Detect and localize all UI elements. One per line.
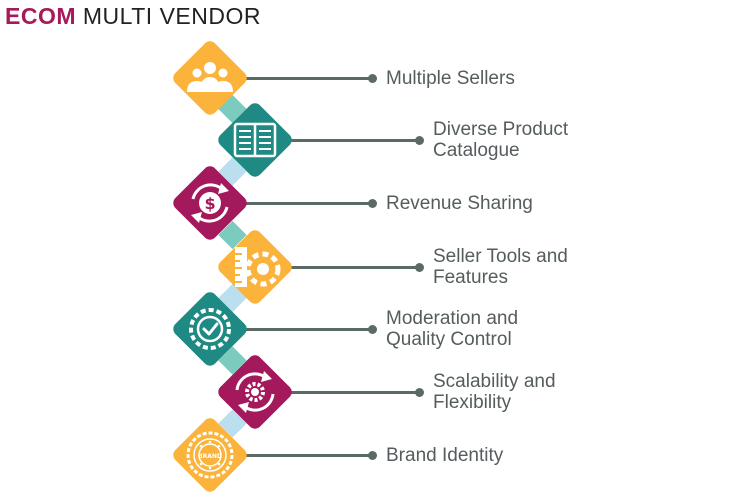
connector-line [210,454,372,457]
connector-dot [415,263,424,272]
connector-line [210,328,372,331]
step-diamond [212,349,298,435]
svg-text:$: $ [204,194,215,213]
connector-dot [368,199,377,208]
connector-line [255,391,419,394]
connector-dot [415,388,424,397]
step-label: Multiple Sellers [386,67,515,89]
step-label: Seller Tools and Features [433,246,568,288]
step-diamond [167,35,253,121]
step-diamond: BRAND [167,412,253,498]
title-rest: MULTI VENDOR [82,3,261,29]
connector-line [255,139,419,142]
connector-dot [368,451,377,460]
gear-cycle-icon [235,371,275,413]
step-label: Moderation and Quality Control [386,308,519,350]
step-diamond [167,286,253,372]
connector-dot [415,136,424,145]
step-label: Revenue Sharing [386,192,533,214]
ruler-gear-icon [235,247,281,287]
connector-dot [368,325,377,334]
svg-text:BRAND: BRAND [198,453,222,460]
check-badge-icon [189,308,231,350]
step-diamond [212,97,298,183]
book-icon [233,122,277,158]
page-title: ECOM MULTI VENDOR [5,3,261,30]
connector-line [210,77,372,80]
title-brand: ECOM [5,3,76,29]
connector-line [255,266,419,269]
brand-seal-icon: BRAND [186,431,234,479]
step-diamond [212,224,298,310]
step-diamond: $ [167,160,253,246]
step-label: Diverse Product Catalogue [433,119,569,161]
step-label: Brand Identity [386,444,504,466]
step-label: Scalability and Flexibility [433,371,556,413]
people-icon [187,62,233,92]
connector-line [210,202,372,205]
dollar-cycle-icon: $ [191,183,229,223]
connector-dot [368,74,377,83]
